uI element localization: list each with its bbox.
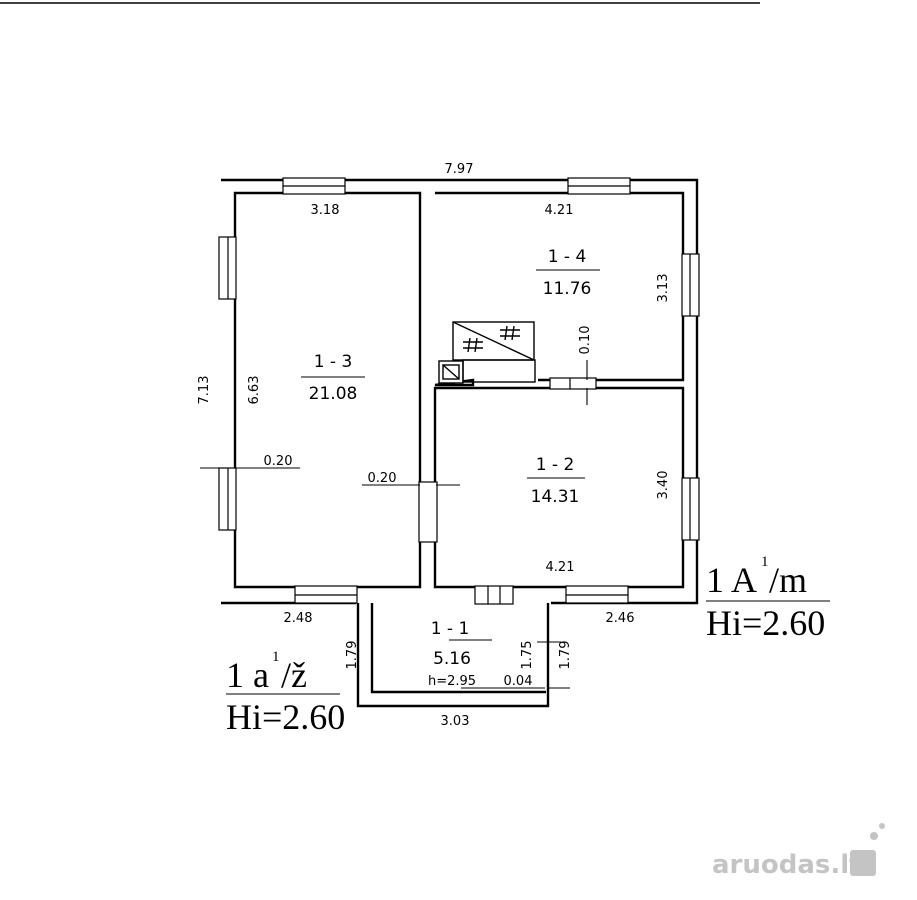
legend-main: 1 A 1 /m Hi=2.60 — [706, 554, 825, 643]
legend-porch-prefix: 1 a — [226, 655, 269, 695]
porch-inner-wall — [370, 603, 546, 694]
dim-wall-middle: 0.20 — [368, 471, 397, 486]
watermark-house-icon — [850, 823, 885, 876]
dim-room13-height: 6.63 — [247, 376, 262, 405]
room-1-1-id: 1 - 1 — [431, 619, 470, 639]
dim-wall-left: 0.20 — [264, 454, 293, 469]
legend-porch: 1 a 1 /ž Hi=2.60 — [226, 649, 345, 737]
legend-main-sup: 1 — [761, 554, 769, 570]
doorways — [418, 377, 597, 605]
room-1-1-area: 5.16 — [433, 649, 471, 669]
stove — [438, 321, 536, 384]
dim-porch-inner-height: 1.75 — [520, 641, 535, 670]
dimension-labels: 7.97 3.18 4.21 7.13 6.63 3.13 0.10 3.40 … — [197, 162, 671, 729]
dim-partition: 0.10 — [578, 326, 593, 355]
room-labels: 1 - 3 21.08 1 - 4 11.76 1 - 2 14.31 1 - … — [309, 247, 592, 669]
room-1-3-inner-wall — [233, 191, 422, 589]
door-1-4-to-1-2 — [549, 377, 597, 390]
dim-room14-top: 4.21 — [545, 203, 574, 218]
room-1-2-area: 14.31 — [531, 487, 580, 507]
dim-overall-height: 7.13 — [197, 376, 212, 405]
dim-bottom-right: 2.46 — [606, 611, 635, 626]
stove-base — [462, 359, 536, 383]
dim-porch-wall: 0.04 — [504, 674, 533, 689]
room-1-3-area: 21.08 — [309, 384, 358, 404]
door-entrance — [474, 585, 514, 605]
dim-porch-right-height: 1.79 — [558, 641, 573, 670]
dim-room12-height: 3.40 — [656, 471, 671, 500]
room-1-4-area: 11.76 — [543, 279, 592, 299]
dim-porch-width: 3.03 — [441, 714, 470, 729]
porch-outer-wall — [356, 603, 550, 708]
dim-overall-width: 7.97 — [445, 162, 474, 177]
legend-main-suffix: /m — [769, 560, 807, 600]
dim-room14-height: 3.13 — [656, 274, 671, 303]
dim-porch-left-height: 1.79 — [345, 641, 360, 670]
door-1-3-to-1-2 — [418, 481, 438, 543]
legend-main-height: Hi=2.60 — [706, 603, 825, 643]
legend-main-prefix: 1 A — [706, 560, 757, 600]
room-1-3-id: 1 - 3 — [314, 352, 353, 372]
dimension-lines — [200, 269, 830, 695]
room-1-2-id: 1 - 2 — [536, 455, 575, 475]
room-1-4-id: 1 - 4 — [548, 247, 587, 267]
dim-bottom-left: 2.48 — [284, 611, 313, 626]
windows — [218, 177, 700, 604]
outer-wall — [221, 178, 699, 605]
dim-room13-top: 3.18 — [311, 203, 340, 218]
legend-porch-sup: 1 — [272, 649, 280, 665]
legend-porch-suffix: /ž — [281, 655, 307, 695]
dim-porch-ceiling: h=2.95 — [428, 674, 476, 689]
dim-room12-width: 4.21 — [546, 560, 575, 575]
watermark-text: aruodas.lt — [712, 850, 862, 880]
legend-porch-height: Hi=2.60 — [226, 697, 345, 737]
